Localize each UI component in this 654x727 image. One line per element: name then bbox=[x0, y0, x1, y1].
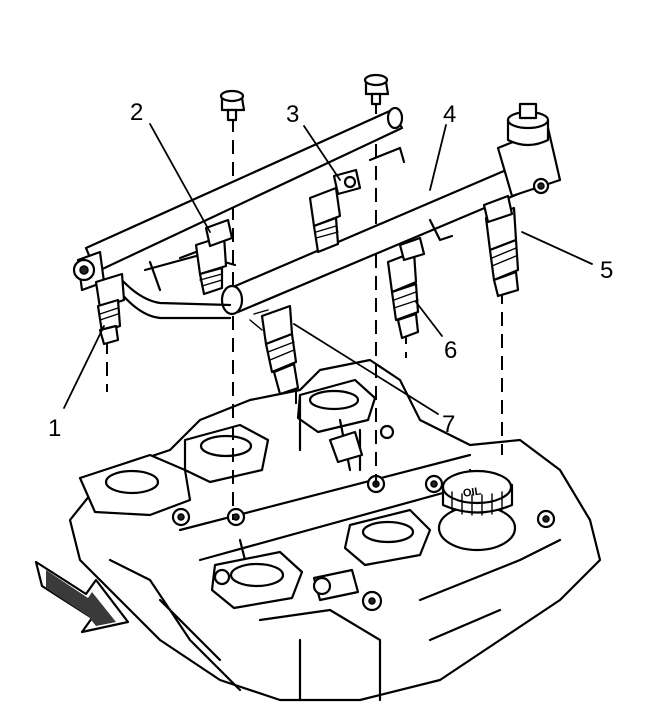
fuel-rail-assembly bbox=[72, 102, 562, 396]
callout-6: 6 bbox=[444, 337, 457, 364]
callout-4: 4 bbox=[443, 101, 456, 128]
callout-3: 3 bbox=[286, 101, 299, 128]
intake-manifold bbox=[68, 358, 602, 702]
oil-cap-label: OIL bbox=[462, 485, 482, 499]
callout-labels: 1 2 3 4 5 6 7 OIL bbox=[48, 99, 613, 500]
callout-7: 7 bbox=[442, 411, 455, 438]
callout-1: 1 bbox=[48, 415, 61, 442]
rail-bolt-left bbox=[219, 89, 246, 122]
direction-arrow-icon bbox=[34, 560, 130, 634]
callout-2: 2 bbox=[130, 99, 143, 126]
callout-5: 5 bbox=[600, 257, 613, 284]
rail-bolt-right bbox=[363, 73, 390, 106]
leader-lines bbox=[63, 123, 593, 415]
